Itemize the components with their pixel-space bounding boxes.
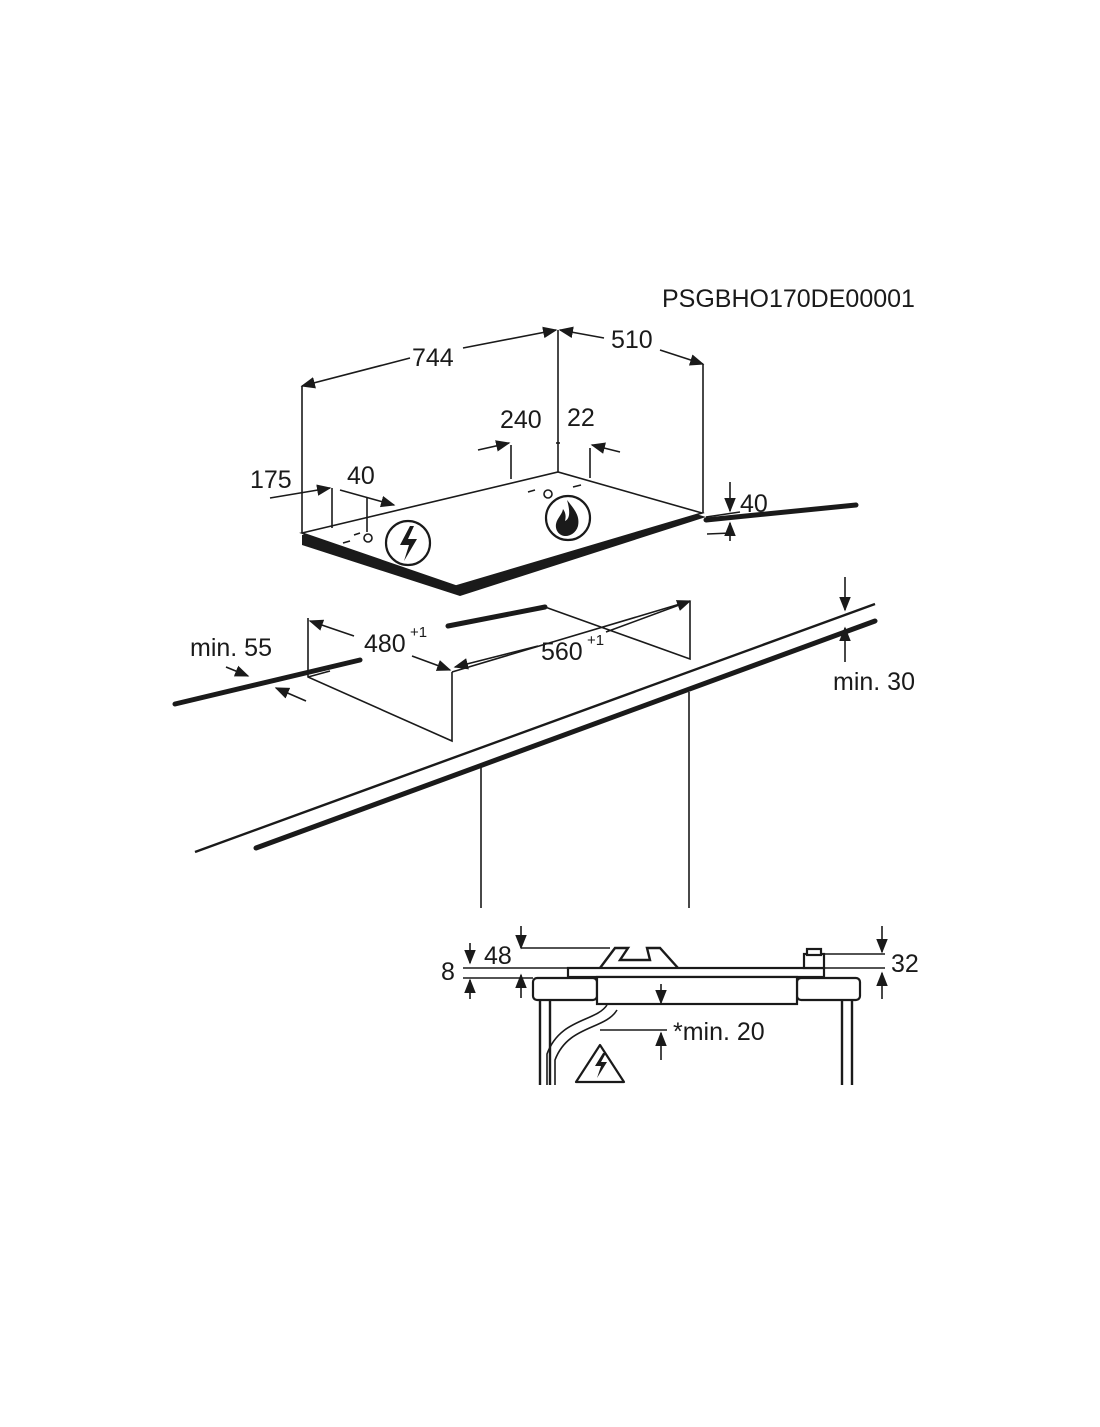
dim-cut-width: 560	[541, 638, 583, 666]
dim-240: 240	[500, 406, 542, 434]
dim-8: 8	[441, 958, 455, 986]
electric-connection-icon	[384, 519, 432, 567]
dim-22: 22	[567, 404, 595, 432]
worktop	[172, 502, 878, 908]
gas-connection-icon	[544, 494, 592, 542]
dim-cut-depth-tolerance: +1	[410, 624, 427, 641]
dim-min-55: min. 55	[190, 634, 272, 662]
dim-40-left: 40	[347, 462, 375, 490]
connection-point-right	[543, 489, 553, 499]
dim-min-20: *min. 20	[673, 1018, 765, 1046]
dim-cut-depth: 480	[364, 630, 406, 658]
dim-32: 32	[891, 950, 919, 978]
dim-width-744: 744	[412, 344, 454, 372]
dim-175: 175	[250, 466, 292, 494]
dim-min-30: min. 30	[833, 668, 915, 696]
hob	[299, 471, 706, 596]
dim-48: 48	[484, 942, 512, 970]
dim-cut-width-tolerance: +1	[587, 632, 604, 649]
document-code: PSGBHO170DE00001	[662, 285, 915, 313]
electric-warning-triangle-icon	[574, 1043, 626, 1084]
connection-point-left	[363, 533, 373, 543]
dimension-lines-top	[269, 326, 741, 541]
dimension-lines-cutout	[225, 577, 851, 702]
dim-depth-510: 510	[611, 326, 653, 354]
section-view	[463, 926, 888, 1085]
